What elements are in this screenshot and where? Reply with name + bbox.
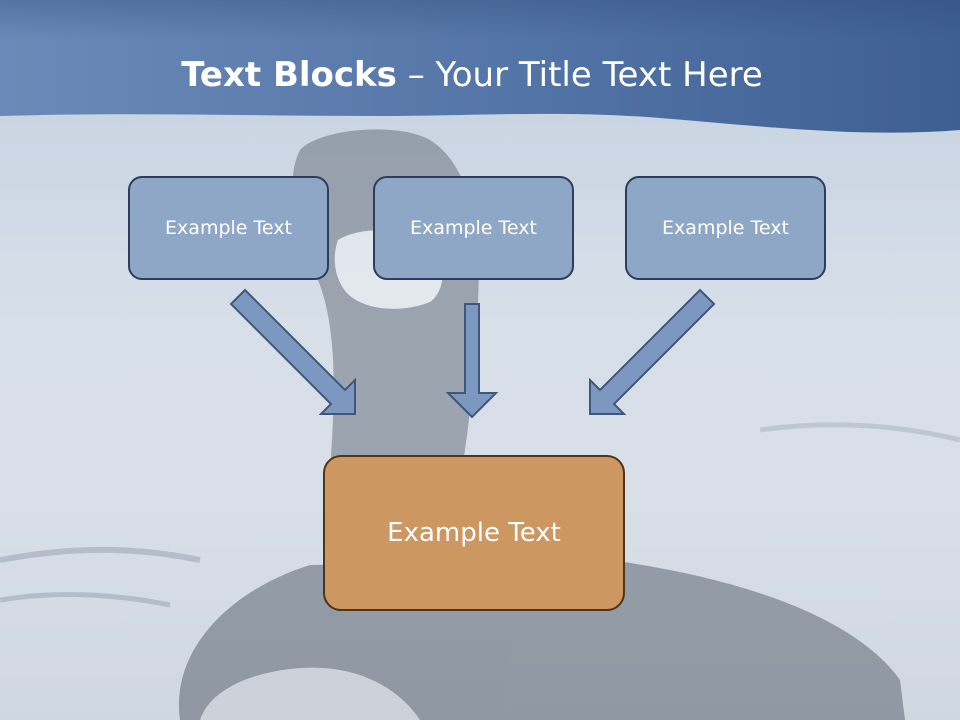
title-rest: – Your Title Text Here — [396, 55, 763, 95]
arrow-center-down — [445, 303, 499, 419]
text-block-2-label: Example Text — [410, 217, 537, 239]
text-block-2[interactable]: Example Text — [373, 176, 574, 280]
text-block-1-label: Example Text — [165, 217, 292, 239]
text-block-1[interactable]: Example Text — [128, 176, 329, 280]
arrow-right-diagonal — [589, 288, 716, 415]
title-bold: Text Blocks — [181, 55, 397, 95]
text-block-3-label: Example Text — [662, 217, 789, 239]
slide-title: Text Blocks – Your Title Text Here — [0, 52, 944, 98]
target-block-label: Example Text — [387, 518, 561, 548]
arrow-left-diagonal — [229, 288, 356, 415]
text-block-3[interactable]: Example Text — [625, 176, 826, 280]
target-block[interactable]: Example Text — [323, 455, 625, 611]
